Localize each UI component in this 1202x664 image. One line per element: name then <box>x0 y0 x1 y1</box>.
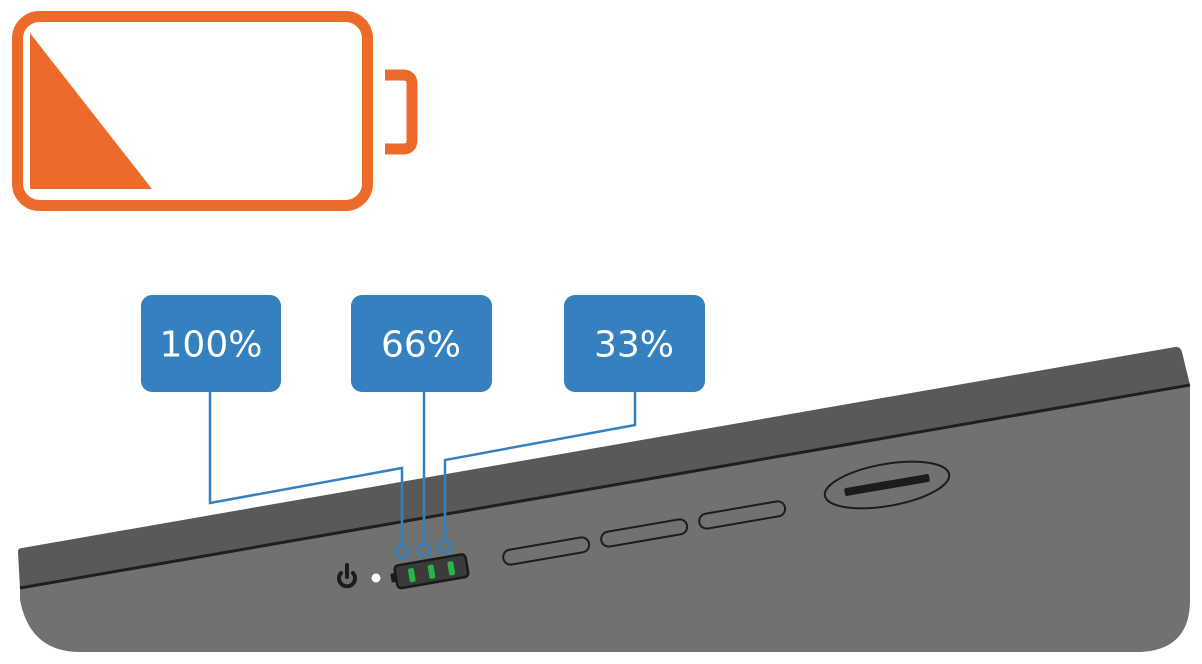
callout-66: 66% <box>351 295 492 392</box>
callout-66-label: 66% <box>381 325 461 366</box>
status-light <box>371 573 381 583</box>
connector-100 <box>208 392 404 546</box>
device-lower-shell <box>20 385 1190 652</box>
callout-100: 100% <box>141 295 281 392</box>
device-upper-shell <box>18 346 1190 588</box>
vent-slot <box>502 536 591 566</box>
connector-dot <box>437 539 453 555</box>
vent-slot <box>600 518 689 548</box>
vent-slot <box>698 500 787 530</box>
battery-led-indicator <box>390 553 470 590</box>
led-bar-1 <box>407 568 416 583</box>
callout-100-label: 100% <box>160 325 263 366</box>
connector-dot <box>394 544 410 560</box>
led-nub <box>390 573 397 583</box>
connector-33 <box>443 392 637 546</box>
led-bar-2 <box>427 564 436 579</box>
battery-terminal <box>385 69 418 155</box>
battery-charge-fill <box>30 33 152 189</box>
connector-dot <box>416 542 432 558</box>
power-icon <box>337 563 357 589</box>
callout-connectors <box>208 392 637 560</box>
device-seam <box>19 383 1191 590</box>
battery-low-icon <box>12 11 418 211</box>
card-slot <box>823 460 951 510</box>
callout-33: 33% <box>564 295 705 392</box>
device-body <box>18 346 1191 652</box>
callout-33-label: 33% <box>594 325 674 366</box>
led-bar-3 <box>447 561 456 576</box>
